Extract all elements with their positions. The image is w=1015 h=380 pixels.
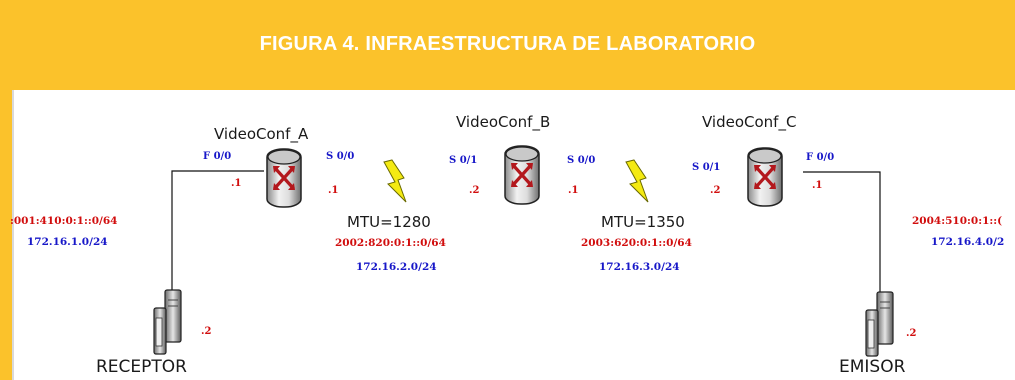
serial-link-ab-icon bbox=[383, 159, 407, 203]
router-b-left-port: S 0/1 bbox=[449, 155, 478, 166]
lan-left-ipv6: :001:410:0:1::0/64 bbox=[10, 215, 118, 227]
receptor-label: RECEPTOR bbox=[96, 357, 187, 377]
link-bc-ipv6: 2003:620:0:1::0/64 bbox=[581, 237, 692, 249]
router-a-left-addr: .1 bbox=[231, 178, 242, 189]
router-c-left-port: S 0/1 bbox=[692, 162, 721, 173]
link-ab-ipv6: 2002:820:0:1::0/64 bbox=[335, 237, 446, 249]
link-ab-mtu: MTU=1280 bbox=[347, 213, 431, 231]
figure-header: FIGURA 4. INFRAESTRUCTURA DE LABORATORIO bbox=[0, 0, 1015, 90]
router-b-left-addr: .2 bbox=[469, 185, 480, 196]
emisor-addr: .2 bbox=[906, 328, 917, 339]
router-c-right-addr: .1 bbox=[812, 180, 823, 191]
link-ab-ipv4: 172.16.2.0/24 bbox=[356, 261, 437, 273]
router-c-icon bbox=[746, 146, 784, 208]
emisor-label: EMISOR bbox=[839, 357, 906, 377]
frame-left-rule bbox=[12, 90, 14, 380]
router-a-icon bbox=[265, 147, 303, 209]
router-b-icon bbox=[503, 144, 541, 206]
router-b-name: VideoConf_B bbox=[456, 113, 551, 131]
serial-link-bc-icon bbox=[625, 159, 649, 203]
emisor-workstation-icon bbox=[865, 291, 894, 357]
router-a-right-port: S 0/0 bbox=[326, 151, 355, 162]
router-b-right-addr: .1 bbox=[568, 185, 579, 196]
router-c-right-port: F 0/0 bbox=[806, 152, 835, 163]
lan-link-right bbox=[803, 171, 881, 302]
lan-left-ipv4: 172.16.1.0/24 bbox=[27, 236, 108, 248]
router-a-right-addr: .1 bbox=[328, 185, 339, 196]
link-bc-ipv4: 172.16.3.0/24 bbox=[599, 261, 680, 273]
router-c-left-addr: .2 bbox=[710, 185, 721, 196]
lan-right-ipv6: 2004:510:0:1::( bbox=[912, 215, 1003, 227]
figure-title: FIGURA 4. INFRAESTRUCTURA DE LABORATORIO bbox=[259, 33, 756, 55]
router-a-name: VideoConf_A bbox=[214, 125, 309, 143]
lan-link-left bbox=[171, 170, 264, 300]
receptor-addr: .2 bbox=[201, 326, 212, 337]
link-bc-mtu: MTU=1350 bbox=[601, 213, 685, 231]
router-c-name: VideoConf_C bbox=[702, 113, 797, 131]
lan-right-ipv4: 172.16.4.0/2 bbox=[931, 236, 1005, 248]
receptor-workstation-icon bbox=[153, 289, 182, 355]
router-b-right-port: S 0/0 bbox=[567, 155, 596, 166]
frame-left-border bbox=[0, 90, 12, 380]
router-a-left-port: F 0/0 bbox=[203, 151, 232, 162]
